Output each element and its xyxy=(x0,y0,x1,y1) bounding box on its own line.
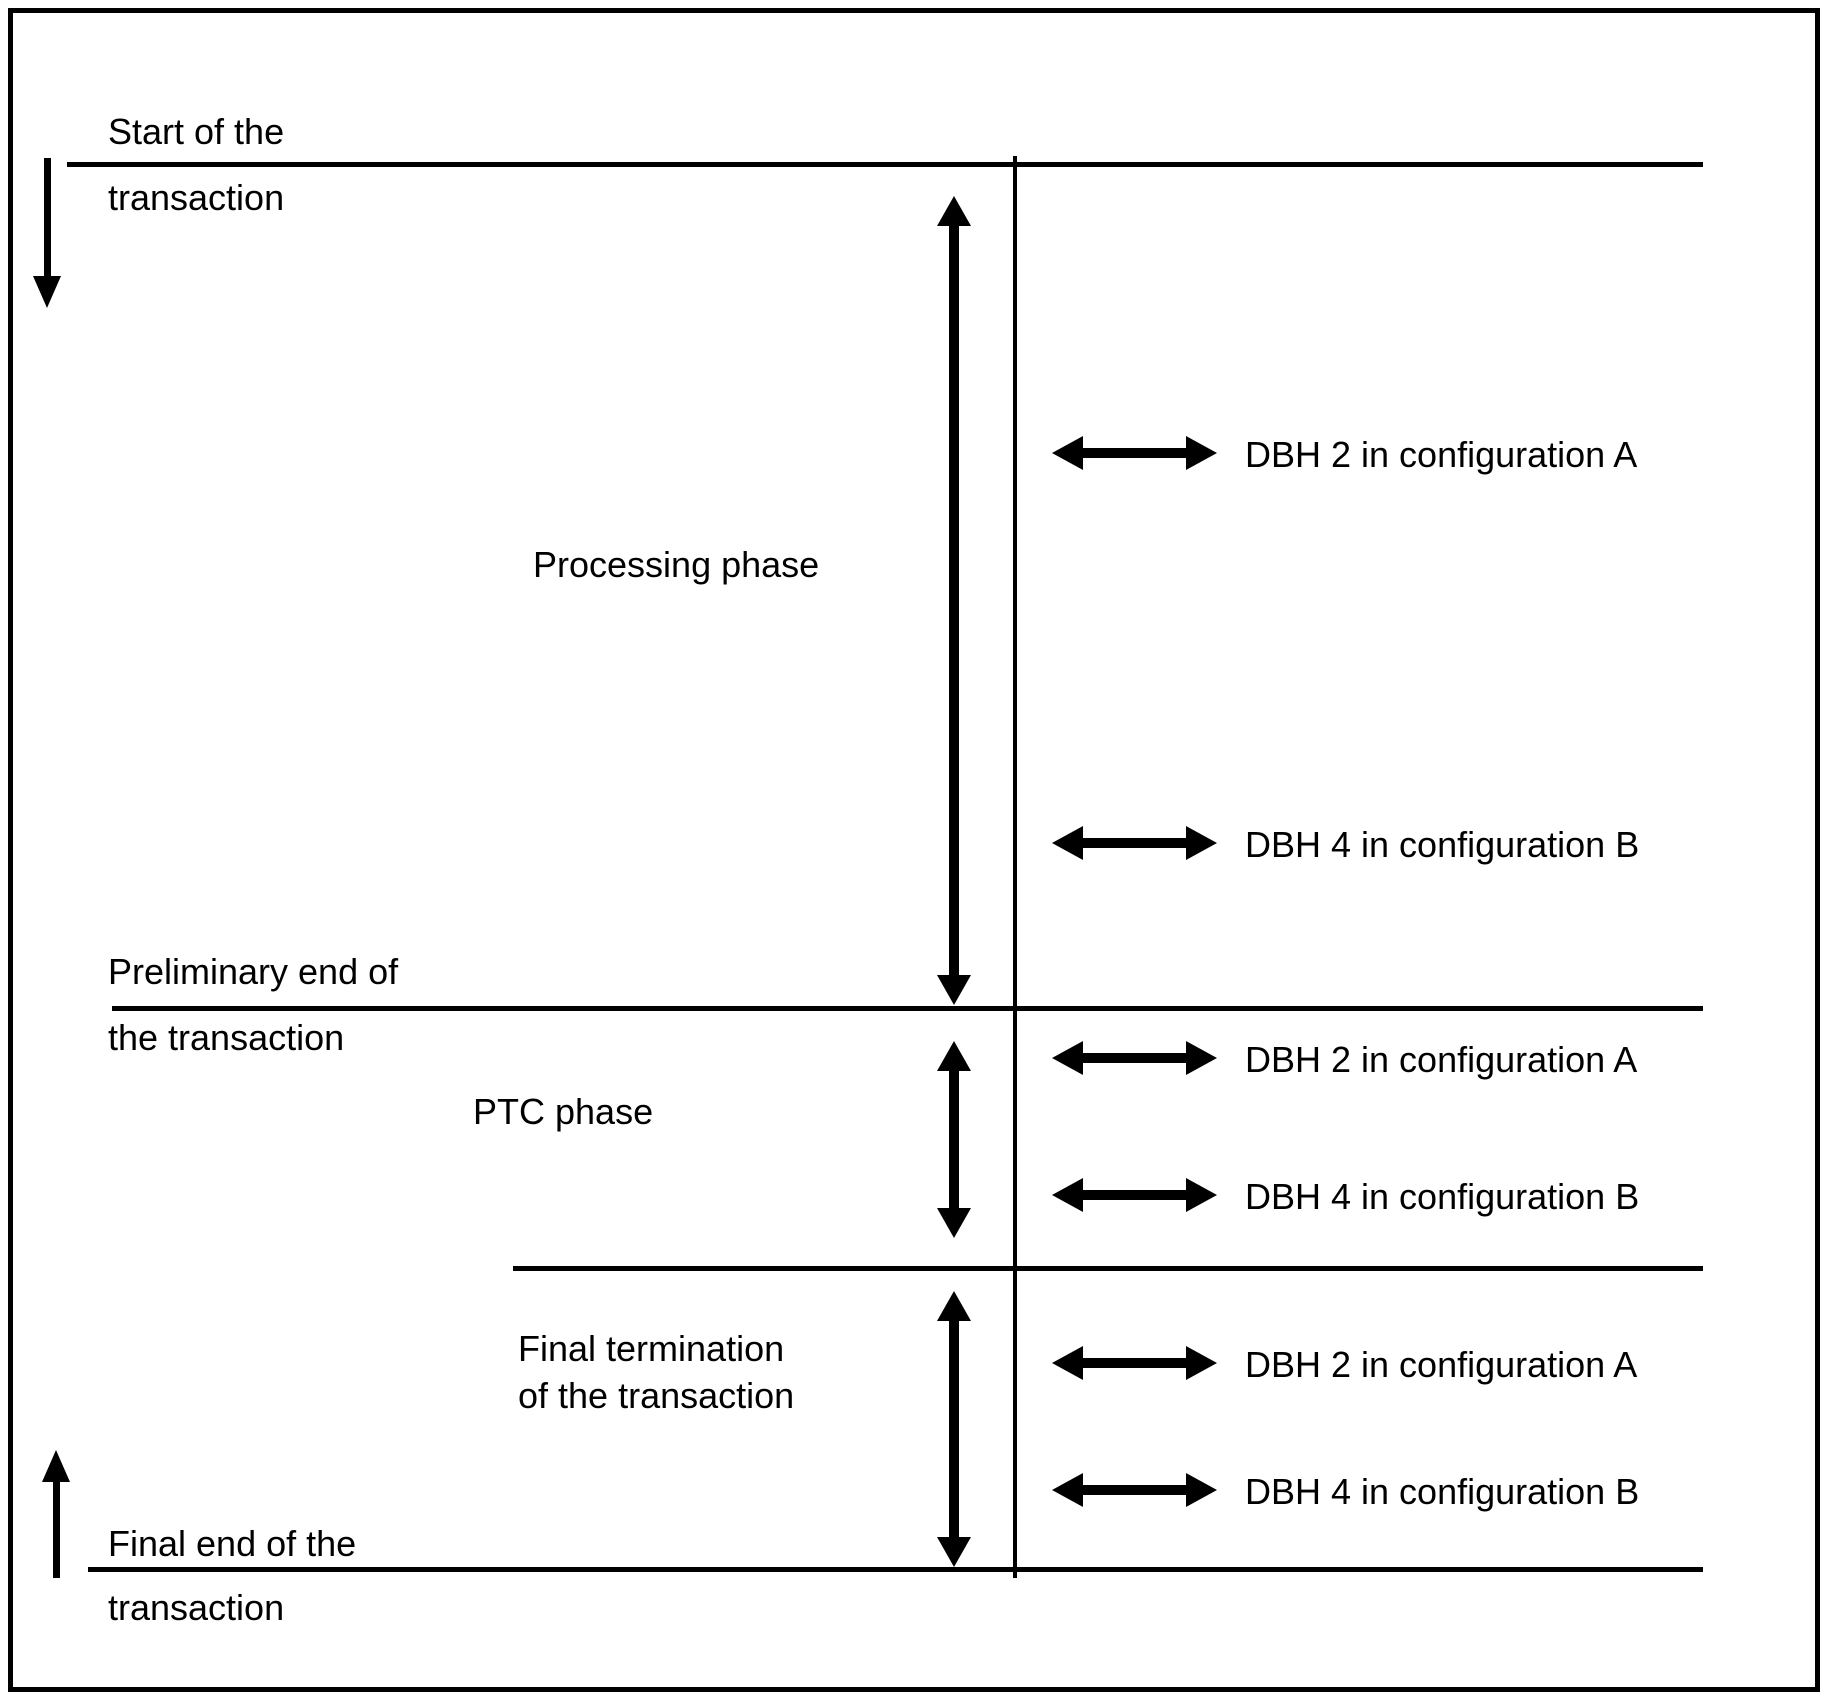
start-of-transaction-label-line2: transaction xyxy=(108,177,285,218)
preliminary-end-label-line1: Preliminary end of xyxy=(108,951,399,992)
vertical-divider-line xyxy=(1013,156,1017,1578)
ptc-phase-span-arrow-icon xyxy=(934,1041,974,1238)
dbh-arrow-icon xyxy=(1052,433,1217,473)
time-direction-down-arrow-icon xyxy=(29,158,65,308)
dbh-4-config-b-label: DBH 4 in configuration B xyxy=(1245,824,1640,865)
processing-phase-span-arrow-icon xyxy=(934,196,974,1005)
final-end-label-line1: Final end of the xyxy=(108,1523,357,1564)
processing-phase-label: Processing phase xyxy=(533,544,820,585)
dbh-arrow-icon xyxy=(1052,1343,1217,1383)
final-end-line xyxy=(88,1567,1703,1572)
preliminary-end-line xyxy=(112,1006,1703,1011)
ptc-final-boundary-line xyxy=(513,1266,1703,1271)
dbh-2-config-a-label: DBH 2 in configuration A xyxy=(1245,1344,1638,1385)
final-termination-span-arrow-icon xyxy=(934,1291,974,1567)
final-termination-label-line1: Final termination xyxy=(518,1328,785,1369)
dbh-2-config-a-label: DBH 2 in configuration A xyxy=(1245,1039,1638,1080)
dbh-arrow-icon xyxy=(1052,1470,1217,1510)
dbh-arrow-icon xyxy=(1052,823,1217,863)
dbh-4-config-b-label: DBH 4 in configuration B xyxy=(1245,1176,1640,1217)
preliminary-end-label-line2: the transaction xyxy=(108,1017,345,1058)
final-termination-label-line2: of the transaction xyxy=(518,1375,795,1416)
final-termination-label: Final termination of the transaction xyxy=(518,1325,794,1419)
dbh-arrow-icon xyxy=(1052,1038,1217,1078)
outer-border xyxy=(8,8,1820,1692)
start-of-transaction-line xyxy=(67,162,1703,167)
dbh-2-config-a-label: DBH 2 in configuration A xyxy=(1245,434,1638,475)
time-direction-up-arrow-icon xyxy=(38,1450,74,1578)
dbh-4-config-b-label: DBH 4 in configuration B xyxy=(1245,1471,1640,1512)
start-of-transaction-label-line1: Start of the xyxy=(108,111,285,152)
final-end-label-line2: transaction xyxy=(108,1587,285,1628)
dbh-arrow-icon xyxy=(1052,1175,1217,1215)
ptc-phase-label: PTC phase xyxy=(473,1091,654,1132)
